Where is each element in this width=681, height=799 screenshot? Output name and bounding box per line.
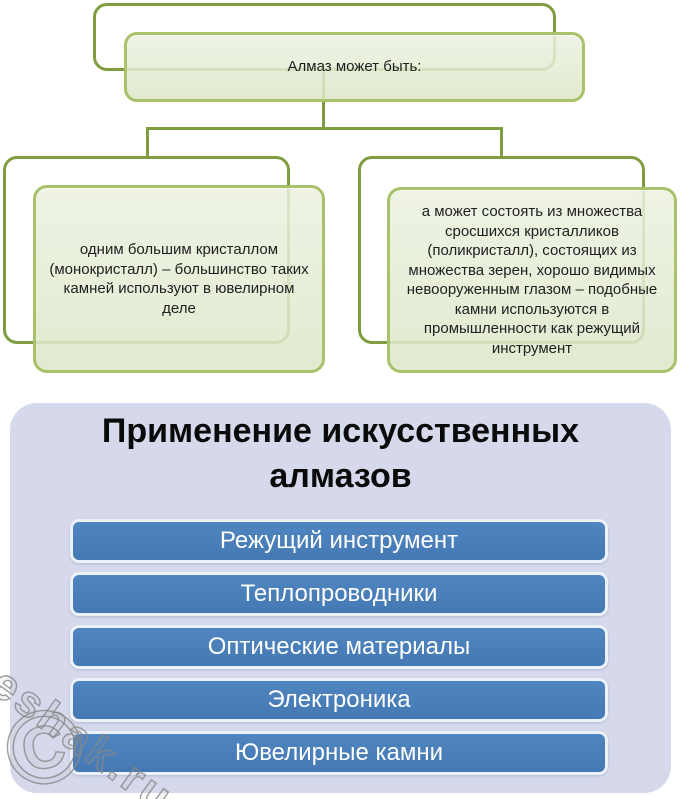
application-bar: Электроника <box>70 678 608 722</box>
connector-left-drop <box>146 127 149 158</box>
application-bar: Оптические материалы <box>70 625 608 669</box>
connector-right-drop <box>500 127 503 158</box>
application-bar-label: Электроника <box>267 686 411 713</box>
application-bar-label: Оптические материалы <box>207 633 471 660</box>
root-node-box: Алмаз может быть: <box>124 32 585 102</box>
application-bar: Ювелирные камни <box>70 731 608 775</box>
application-bar: Теплопроводники <box>70 572 608 616</box>
application-bar-label: Теплопроводники <box>240 580 438 607</box>
applications-list: Режущий инструмент Теплопроводники Оптич… <box>70 519 608 775</box>
left-branch-box: одним большим кристаллом (монокристалл) … <box>33 185 325 373</box>
application-bar-label: Режущий инструмент <box>219 527 459 554</box>
left-branch-label: одним большим кристаллом (монокристалл) … <box>49 241 309 317</box>
applications-panel: Применение искусственных алмазов Режущий… <box>10 403 671 793</box>
application-bar: Режущий инструмент <box>70 519 608 563</box>
right-branch-label: а может состоять из множества сросшихся … <box>406 203 658 357</box>
application-bar-label: Ювелирные камни <box>234 739 444 766</box>
right-branch-box: а может состоять из множества сросшихся … <box>387 187 677 373</box>
applications-panel-title: Применение искусственных алмазов <box>101 412 580 495</box>
connector-horizontal <box>146 127 503 130</box>
root-node-label: Алмаз может быть: <box>287 58 422 76</box>
